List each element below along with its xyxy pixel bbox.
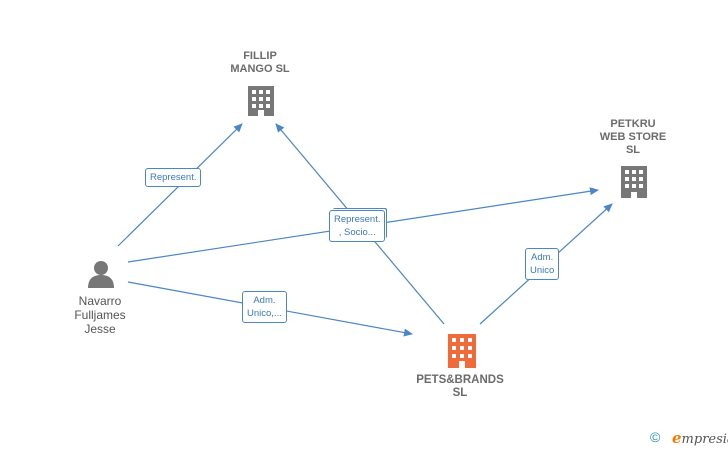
edge-label-adm-unico-multi[interactable]: Adm. Unico,... (242, 291, 287, 323)
empresia-logo[interactable]: empresia (672, 429, 728, 447)
logo-initial: e (672, 429, 682, 447)
edge-label-represent-socio[interactable]: Represent. , Socio... (329, 210, 386, 242)
copyright-symbol: © (650, 429, 661, 445)
node-label-pets-brands[interactable]: PETS&BRANDS SL (416, 374, 504, 399)
node-label-fillip[interactable]: FILLIP MANGO SL (230, 50, 290, 75)
node-label-petkru[interactable]: PETKRU WEB STORE SL (599, 118, 667, 156)
edge-label-represent[interactable]: Represent. (145, 168, 202, 187)
building-icon[interactable] (621, 166, 647, 198)
edge-label-adm-unico[interactable]: Adm. Unico (525, 248, 560, 280)
node-label-person[interactable]: Navarro Fulljames Jesse (74, 294, 126, 336)
building-icon[interactable] (248, 86, 274, 116)
logo-text: mpresia (681, 432, 728, 447)
person-icon[interactable] (88, 261, 114, 288)
building-icon[interactable] (448, 334, 476, 368)
